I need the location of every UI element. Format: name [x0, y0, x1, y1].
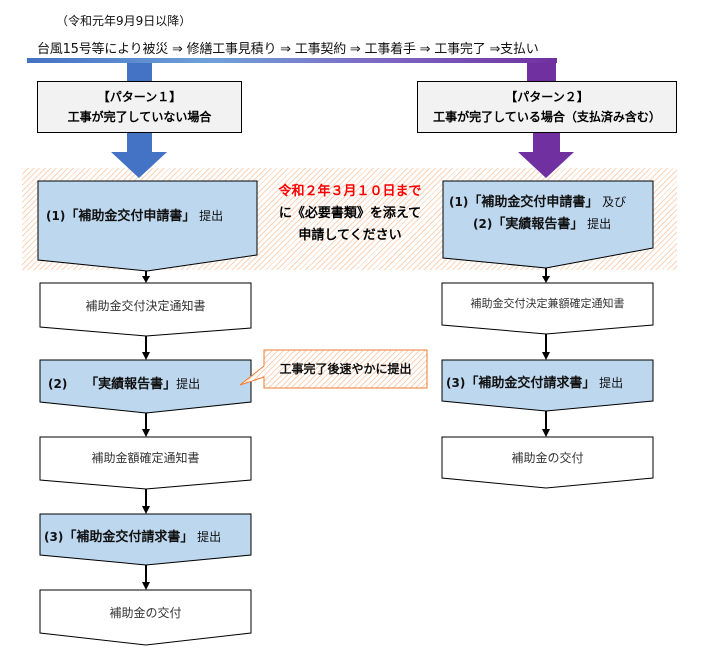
p2-node-2-shape	[441, 282, 654, 335]
p2-connector-3-head	[542, 429, 550, 437]
p1-step-5-action: 提出	[197, 530, 222, 544]
p2-step-4-text: 補助金の交付	[511, 451, 584, 465]
p1-step-4: 補助金額確定通知書	[40, 437, 251, 480]
deadline-date: 令和２年３月１０日まで	[278, 184, 422, 199]
pattern2-title: 【パターン２】	[505, 90, 589, 104]
deadline-message: 令和２年３月１０日まで に《必要書類》を添えて 申請してください	[262, 181, 438, 247]
pattern1-down-arrow	[111, 133, 167, 178]
p2-step-4: 補助金の交付	[442, 437, 653, 478]
pattern1-subtitle: 工事が完了していない場合	[67, 110, 212, 124]
p1-step-2: 補助金交付決定通知書	[40, 283, 251, 328]
p1-step-6-text: 補助金の交付	[109, 606, 182, 620]
pattern2-subtitle: 工事が完了している場合（支払済み含む）	[433, 110, 661, 124]
p1-node-3-shape	[39, 359, 252, 414]
pattern1-connector-bar	[127, 63, 152, 81]
p1-connector-1-head	[142, 276, 150, 283]
p1-node-1-shape	[37, 180, 258, 272]
p2-step-1-action: 提出	[587, 217, 612, 231]
p1-node-5-shape	[39, 513, 252, 566]
deadline-line-2: に《必要書類》を添えて	[278, 206, 422, 221]
p1-step-1-action: 提出	[199, 209, 224, 223]
pattern1-title: 【パターン１】	[97, 90, 182, 104]
p1-node-6-shape	[39, 589, 252, 646]
p1-connector-3-head	[142, 429, 150, 437]
p1-connector-2-head	[142, 352, 150, 360]
pattern2-down-arrow	[518, 133, 574, 178]
p1-connector-4-head	[142, 506, 150, 514]
p2-step-3-action: 提出	[599, 376, 624, 390]
p2-node-1-shape	[442, 180, 654, 269]
pattern2-header: 【パターン２】 工事が完了している場合（支払済み含む）	[417, 81, 677, 133]
pattern2-connector-bar	[527, 63, 556, 81]
deadline-line-3: 申請してください	[298, 228, 402, 243]
p2-step-1-doc2: 「実績報告書」	[492, 217, 584, 232]
p1-step-2-text: 補助金交付決定通知書	[85, 299, 206, 313]
p2-step-1-doc1: 「補助金交付申請書」	[468, 195, 599, 210]
process-flow-line: 台風15号等により被災 ⇒ 修繕工事見積り ⇒ 工事契約 ⇒ 工事着手 ⇒ 工事…	[37, 42, 539, 57]
p2-step-3-doc: 「補助金交付請求書」	[465, 376, 596, 391]
p1-step-3-num: (2)	[48, 377, 68, 391]
p1-step-5-doc: 「補助金交付請求書」	[63, 530, 194, 545]
p2-step-1-num1: (1)	[449, 195, 469, 209]
p1-step-3-doc: 「実績報告書」	[85, 377, 177, 392]
p2-step-3: (3)「補助金交付請求書」 提出	[442, 360, 653, 401]
p1-node-2-shape	[39, 282, 252, 337]
gradient-timeline-bar	[27, 58, 557, 63]
p2-connector-2-head	[542, 352, 550, 360]
callout-shape	[239, 349, 428, 389]
p1-step-5-num: (3)	[44, 530, 64, 544]
p2-step-1-conj: 及び	[602, 195, 627, 209]
p1-step-6: 補助金の交付	[40, 590, 251, 633]
p2-connector-1-head	[542, 276, 550, 283]
p2-node-3-shape	[441, 359, 654, 412]
p2-step-1: (1)「補助金交付申請書」 及び (2)「実績報告書」 提出	[443, 181, 653, 248]
p2-step-2-text: 補助金交付決定兼額確定通知書	[470, 297, 625, 310]
callout-text: 工事完了後速やかに提出	[279, 362, 412, 376]
p1-connector-5-head	[142, 582, 150, 590]
pattern1-header: 【パターン１】 工事が完了していない場合	[37, 81, 242, 133]
p2-step-1-num2: (2)	[473, 217, 493, 231]
p2-step-3-num: (3)	[446, 376, 466, 390]
p1-node-4-shape	[39, 436, 252, 490]
p2-step-2: 補助金交付決定兼額確定通知書	[442, 283, 653, 325]
p1-step-1-num: (1)	[46, 209, 66, 223]
p1-step-1-doc: 「補助金交付申請書」	[65, 209, 196, 224]
p2-node-4-shape	[441, 436, 654, 489]
p1-step-4-text: 補助金額確定通知書	[91, 451, 200, 465]
p1-step-1: (1)「補助金交付申請書」 提出	[38, 181, 257, 255]
p1-step-3-action: 提出	[176, 377, 201, 391]
p1-step-3: (2) 「実績報告書」提出	[40, 360, 251, 402]
date-note: （令和元年9月9日以降）	[56, 14, 192, 28]
p1-step-5: (3)「補助金交付請求書」 提出	[40, 514, 251, 555]
